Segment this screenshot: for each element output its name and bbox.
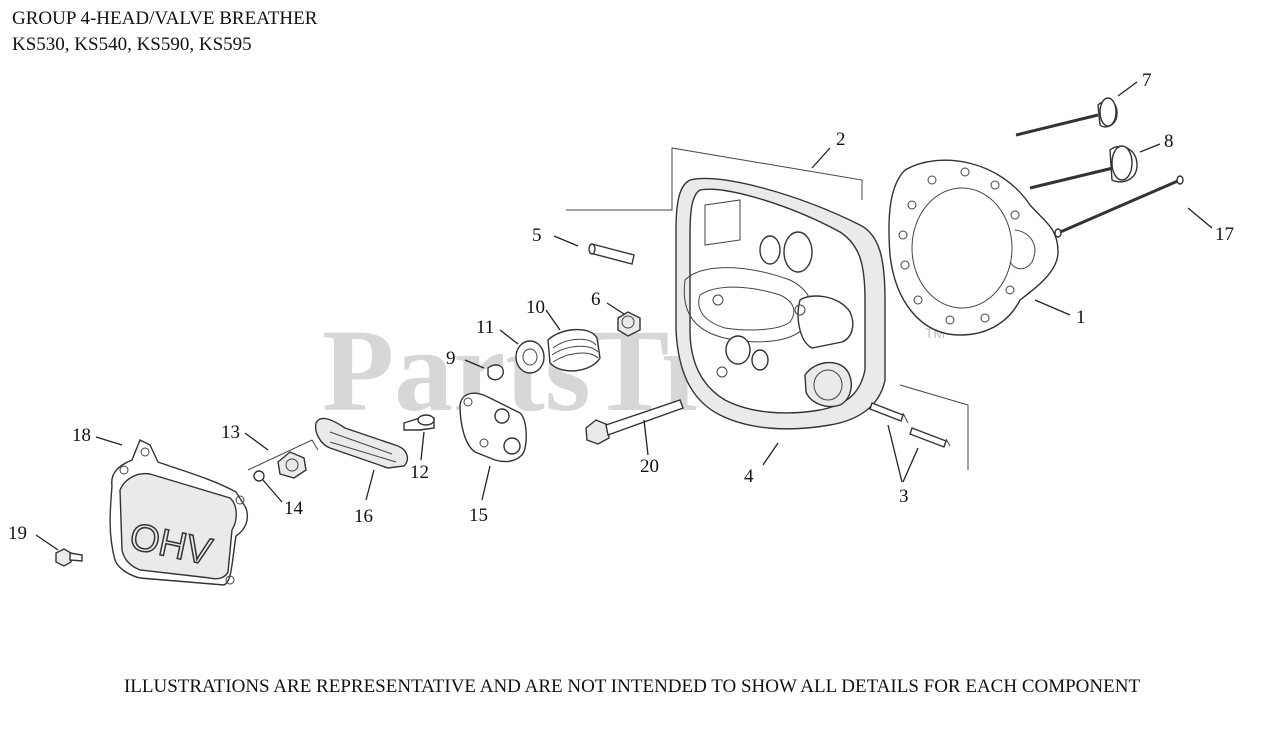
part-15-rocker-plate[interactable] bbox=[459, 392, 527, 463]
callout-1: 1 bbox=[1076, 307, 1086, 328]
part-12-rocker-stud[interactable] bbox=[403, 414, 435, 431]
callout-6: 6 bbox=[591, 289, 601, 310]
callout-9: 9 bbox=[446, 348, 456, 369]
leader-lines bbox=[35, 81, 1213, 551]
part-9-collet[interactable] bbox=[487, 364, 504, 381]
callout-13: 13 bbox=[221, 422, 240, 443]
callout-14: 14 bbox=[284, 498, 304, 519]
part-6-valve-seal[interactable] bbox=[617, 311, 641, 337]
part-14-set-screw[interactable] bbox=[253, 470, 265, 482]
callout-5: 5 bbox=[532, 225, 542, 246]
part-19-cover-bolt[interactable] bbox=[55, 548, 83, 567]
callout-11: 11 bbox=[476, 317, 494, 338]
callout-numbers: 1 2 3 4 5 6 7 8 9 10 11 12 13 14 15 16 1… bbox=[8, 70, 1234, 544]
part-16-rocker-arm[interactable] bbox=[314, 417, 409, 469]
callout-20: 20 bbox=[640, 456, 659, 477]
callout-3: 3 bbox=[899, 486, 909, 507]
part-13-adjuster-nut[interactable] bbox=[247, 439, 319, 479]
part-1-head-gasket[interactable] bbox=[888, 159, 1059, 336]
callout-8: 8 bbox=[1164, 131, 1174, 152]
callout-17: 17 bbox=[1215, 224, 1234, 245]
callout-10: 10 bbox=[526, 297, 545, 318]
callout-12: 12 bbox=[410, 462, 429, 483]
callout-18: 18 bbox=[72, 425, 91, 446]
model-list: KS530, KS540, KS590, KS595 bbox=[12, 34, 252, 55]
part-2-cylinder-head[interactable] bbox=[566, 147, 969, 470]
callout-2: 2 bbox=[836, 129, 846, 150]
part-3-studs[interactable] bbox=[869, 402, 951, 448]
callout-15: 15 bbox=[469, 505, 488, 526]
part-17-push-rod[interactable] bbox=[1054, 175, 1184, 238]
part-11-spring-retainer[interactable] bbox=[515, 340, 545, 374]
diagram-title: GROUP 4-HEAD/VALVE BREATHER bbox=[12, 8, 318, 29]
part-8-intake-valve[interactable] bbox=[1029, 145, 1138, 190]
part-5-pin[interactable] bbox=[588, 243, 635, 265]
callout-16: 16 bbox=[354, 506, 373, 527]
part-7-exhaust-valve[interactable] bbox=[1015, 97, 1118, 137]
callout-19: 19 bbox=[8, 523, 27, 544]
callout-4: 4 bbox=[744, 466, 754, 487]
part-20-head-bolt[interactable] bbox=[585, 399, 684, 445]
disclaimer-footer: ILLUSTRATIONS ARE REPRESENTATIVE AND ARE… bbox=[123, 676, 1141, 697]
part-10-valve-spring[interactable] bbox=[547, 328, 601, 372]
callout-7: 7 bbox=[1142, 70, 1152, 91]
part-18-valve-cover[interactable]: OHV bbox=[109, 439, 249, 586]
